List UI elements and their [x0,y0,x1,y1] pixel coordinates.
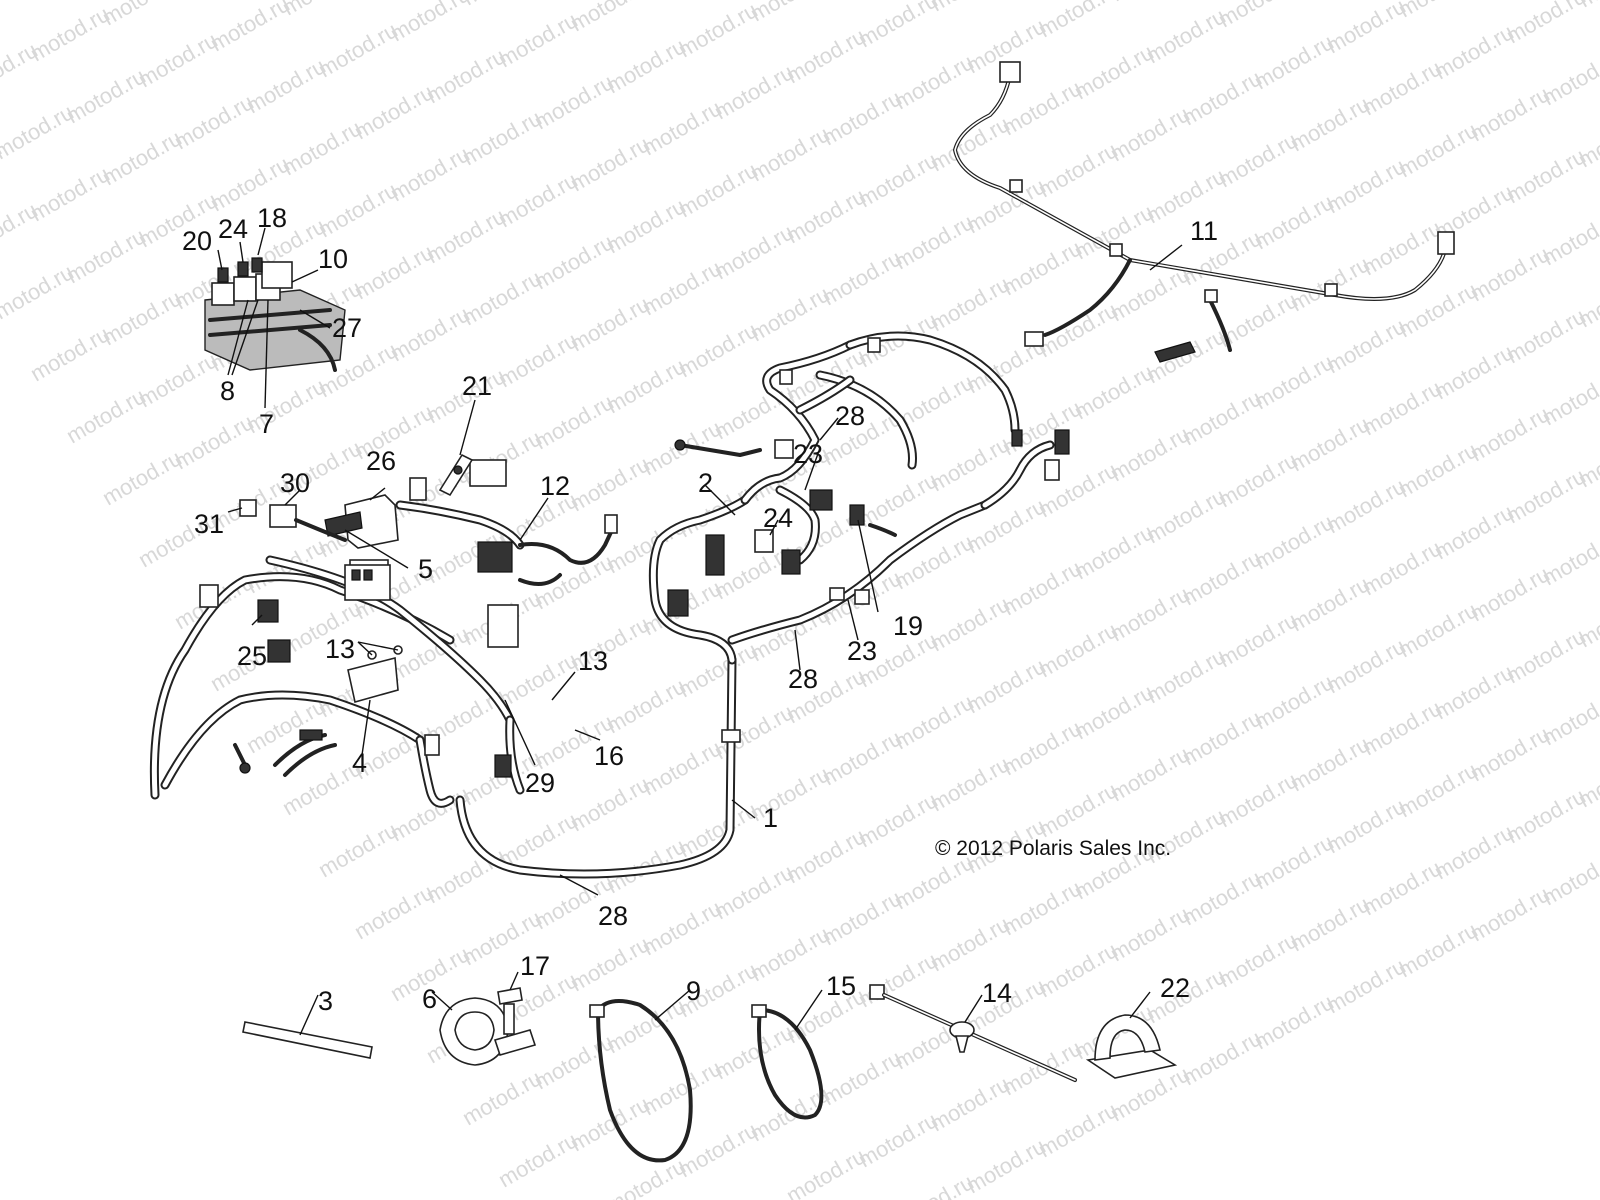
watermark-text: motod.ru [1322,0,1410,58]
callout-20: 20 [182,226,212,256]
callout-26: 26 [366,446,396,476]
callout-28: 28 [788,664,818,694]
watermark-text: motod.ru [1394,0,1482,22]
callout-8: 8 [220,376,235,406]
watermark-text: motod.ru [386,0,474,46]
callout-27: 27 [332,313,362,343]
callout-19: 19 [893,611,923,641]
callout-16: 16 [594,741,624,771]
callout-12: 12 [540,471,570,501]
watermark-text: motod.ru [1538,845,1600,910]
callout-31: 31 [194,509,224,539]
callout-1: 1 [763,803,778,833]
leader-lines [217,227,1183,1036]
callout-23: 23 [847,636,877,666]
watermark-text: motod.ru [206,0,294,56]
watermark-text: motod.ru [926,0,1014,16]
watermark-text: motod.ru [1034,0,1122,42]
callout-2: 2 [698,468,713,498]
main-harness-rear [455,331,1070,879]
callout-11: 11 [1190,216,1218,246]
watermark-text: motod.ru [1538,525,1600,590]
watermark-text: motod.ru [0,0,6,40]
watermark-text: motod.ru [458,0,546,10]
callout-13: 13 [325,634,355,664]
callout-18: 18 [257,203,287,233]
watermark-text: motod.ru [854,0,942,52]
watermark-text: motod.ru [1106,0,1194,6]
watermark-text: motod.ru [0,0,78,4]
callout-labels: 20 24 18 10 27 8 7 21 26 12 30 31 5 25 1… [182,203,1218,1016]
watermark-text: motod.ru [1538,365,1600,430]
watermark-text: motod.ru [278,0,366,20]
cable-tie-15 [751,1004,824,1120]
fuse-relay-block [204,257,346,372]
clamp-6 [439,997,537,1066]
callout-9: 9 [686,976,701,1006]
watermark-text: motod.ru [1538,205,1600,270]
main-harness-front [149,555,525,808]
callout-17: 17 [520,951,550,981]
sub-harness-12 [239,453,618,601]
watermark-text: motod.ru [1538,45,1600,110]
callout-24: 24 [763,503,793,533]
callout-4: 4 [352,748,367,778]
callout-14: 14 [982,978,1012,1008]
bolt-17 [497,987,523,1035]
callout-22: 22 [1160,973,1190,1003]
tape-3 [242,1021,373,1059]
watermark-text: motod.ru [98,0,186,30]
callout-29: 29 [525,768,555,798]
watermark-text: motod.ru [1214,0,1302,32]
callout-5: 5 [418,554,433,584]
callout-25: 25 [237,641,267,671]
callout-30: 30 [280,468,310,498]
clip-22 [1085,1014,1178,1079]
callout-7: 7 [259,409,274,439]
callout-10: 10 [318,244,348,274]
watermark-text: motod.ru [890,1169,978,1200]
callout-21: 21 [462,371,492,401]
callout-23: 23 [793,439,823,469]
copyright-notice: © 2012 Polaris Sales Inc. [935,837,1171,860]
watermark-text: motod.ru [566,0,654,36]
callout-13: 13 [578,646,608,676]
watermark-text: motod.ru [1538,685,1600,750]
watermark-text: motod.ru [746,0,834,26]
watermark-text: motod.ru [1502,0,1590,48]
rear-light-harness-11 [953,61,1455,363]
push-tie-14 [869,984,1077,1082]
callout-6: 6 [422,984,437,1014]
cable-tie-9 [589,999,693,1163]
callout-28: 28 [835,401,865,431]
callout-15: 15 [826,971,856,1001]
callout-28: 28 [598,901,628,931]
callout-3: 3 [318,986,333,1016]
callout-24: 24 [218,214,248,244]
